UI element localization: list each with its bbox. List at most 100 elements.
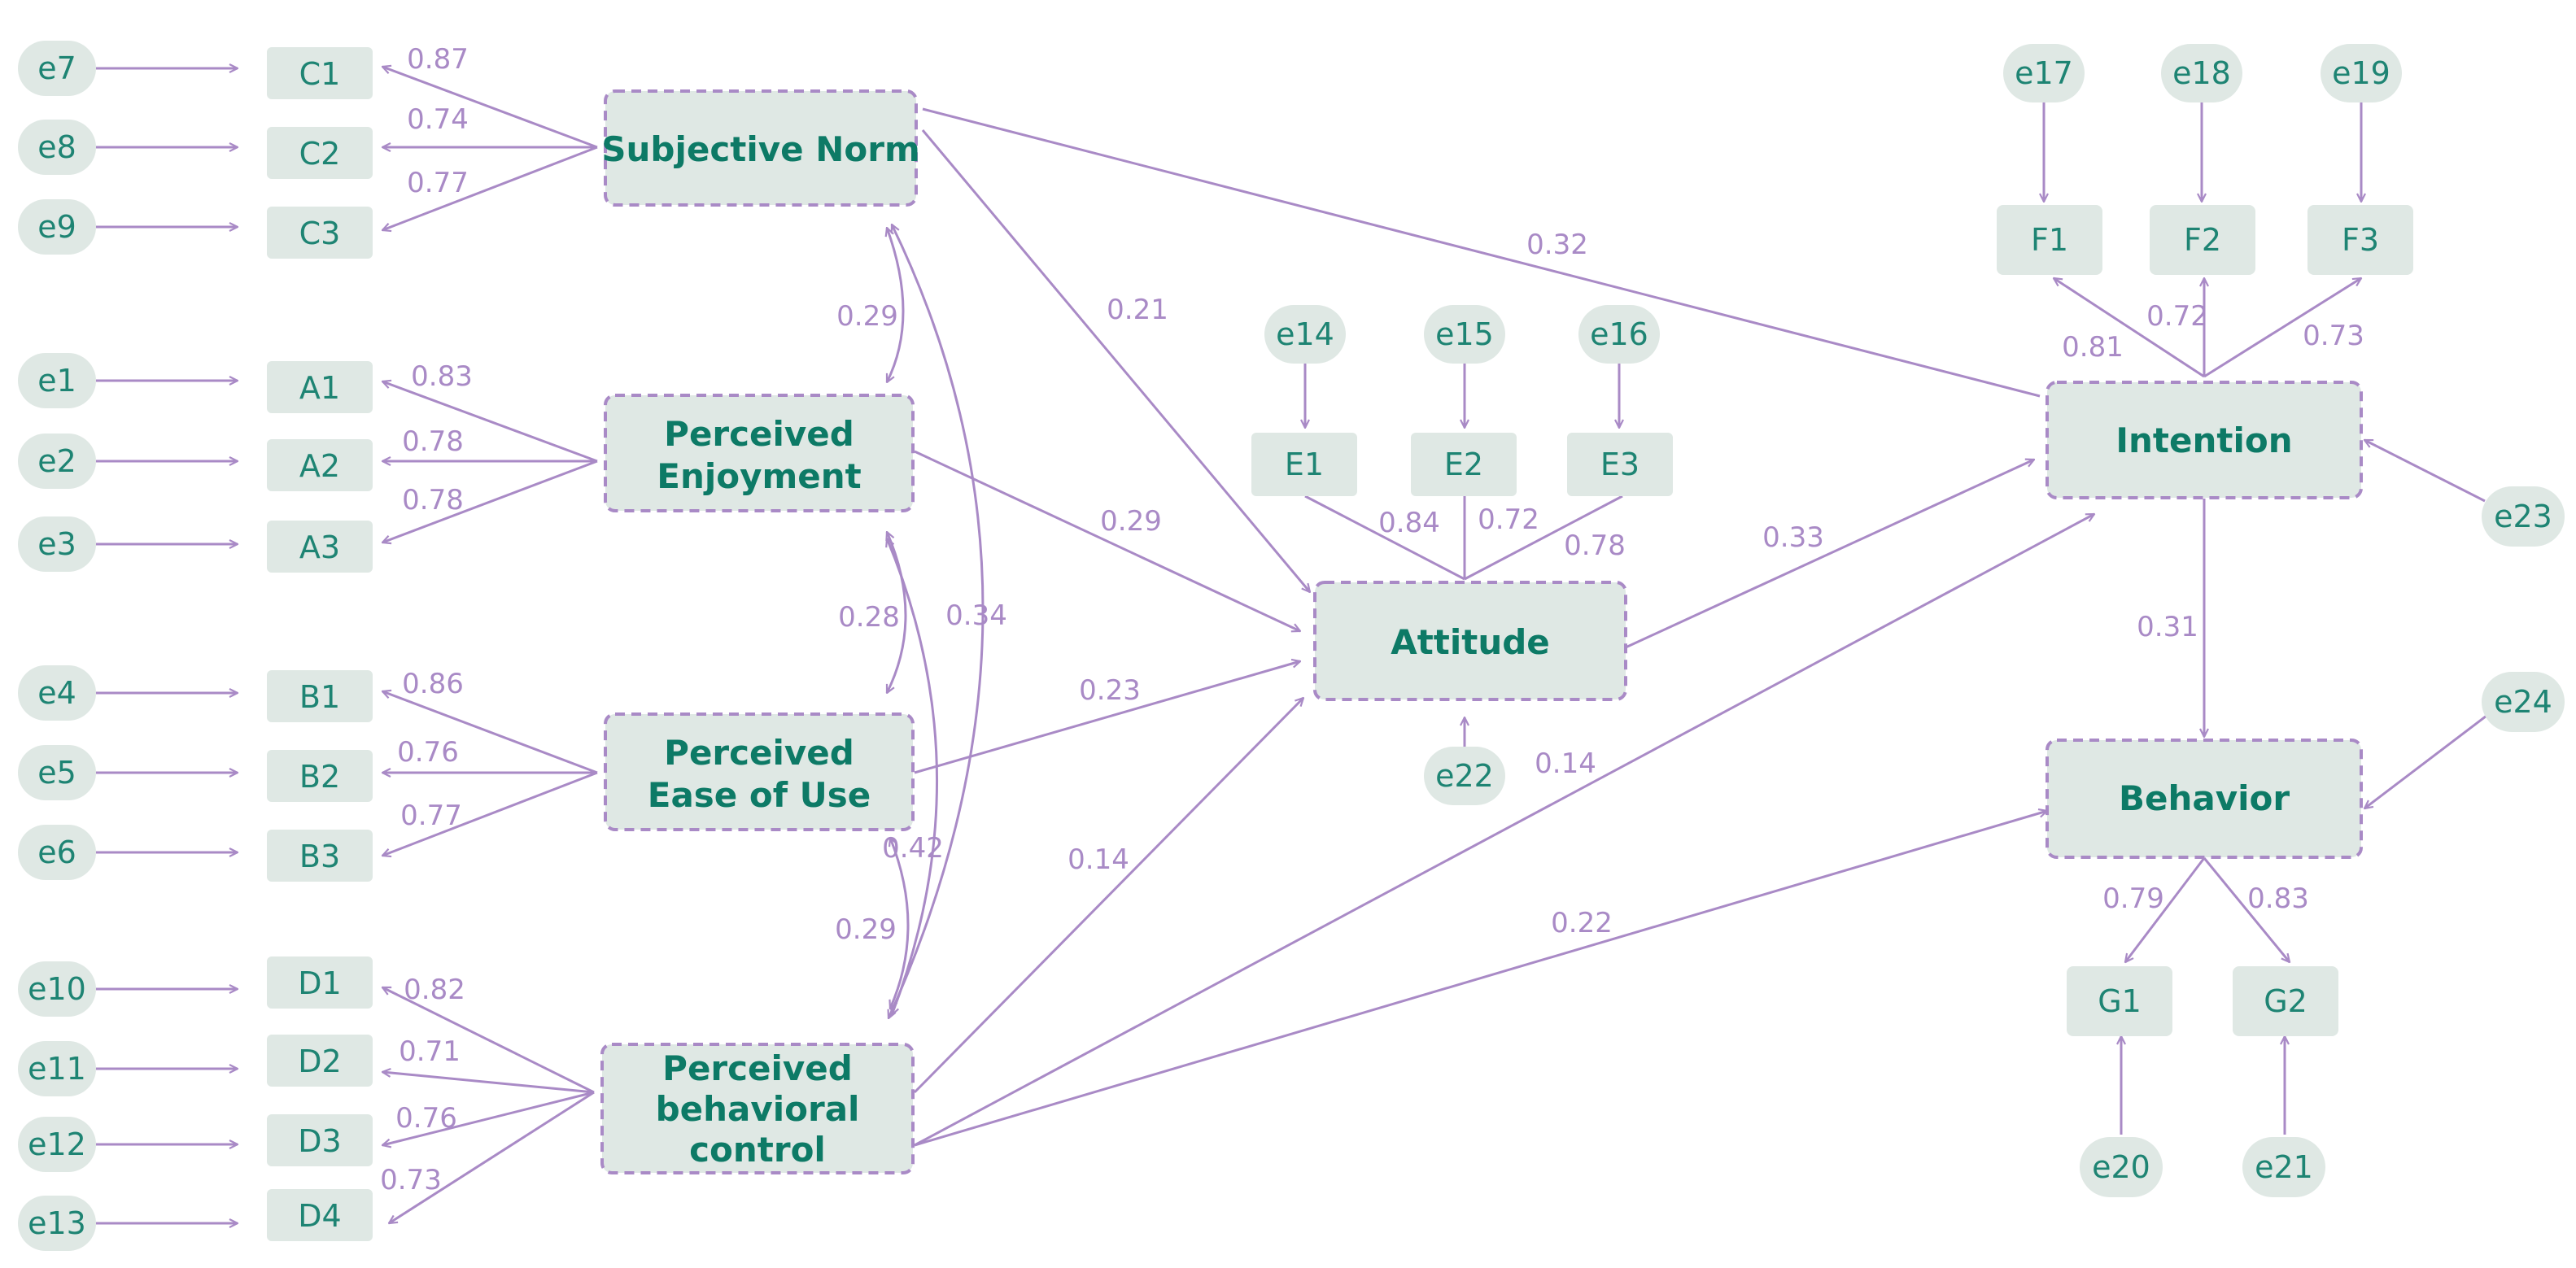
latent-label: Behavior [2119,778,2290,818]
loading-pbc-d3 [382,1091,595,1145]
indicator-box-f1[interactable] [1997,205,2102,275]
error-node-e23[interactable] [2482,486,2565,547]
latent-box [604,394,915,512]
latent-box [604,89,918,207]
indicator-box-g1[interactable] [2067,966,2172,1036]
error-label: e1 [37,363,76,399]
error-node-e8[interactable] [18,120,96,175]
error-node-e17[interactable] [2003,44,2085,102]
indicator-box-c1[interactable] [267,47,373,99]
error-node-e20[interactable] [2080,1137,2163,1197]
error-label: e13 [28,1205,86,1241]
loading-sn-c1 [382,67,598,149]
indicator-label: A1 [299,370,340,406]
indicator-box-d1[interactable] [267,956,373,1009]
loading-att-e1 [1304,495,1465,581]
error-label: e9 [37,209,76,245]
indicator-box-a1[interactable] [267,361,373,413]
error-label: e10 [28,971,86,1007]
error-label: e4 [37,675,76,711]
error-label: e5 [37,755,76,791]
loading-label: 0.73 [2303,320,2364,352]
indicator-box-d3[interactable] [267,1114,373,1166]
indicator-box-a2[interactable] [267,439,373,491]
corr-pe-pbc [887,538,939,1015]
error-node-e18[interactable] [2161,44,2242,102]
loading-label: 0.76 [395,1102,457,1135]
loading-label: 0.78 [402,425,464,458]
indicator-box-e1[interactable] [1251,433,1357,496]
correlation-label: 0.29 [836,300,898,333]
indicator-label: F1 [2031,222,2068,258]
latent-label: Subjective Norm [601,129,919,169]
path-coefficient-label: 0.23 [1079,674,1141,707]
indicator-box-b1[interactable] [267,670,373,722]
error-label: e20 [2092,1149,2150,1185]
loading-peou-b1 [382,691,598,774]
error-node-e13[interactable] [18,1196,96,1251]
indicator-box-g2[interactable] [2233,966,2338,1036]
indicator-box-b2[interactable] [267,750,373,802]
indicator-box-e3[interactable] [1567,433,1673,496]
indicator-box-d4[interactable] [267,1189,373,1241]
loading-label: 0.79 [2102,882,2164,915]
latent-label: Enjoyment [657,456,861,496]
loading-pbc-d2 [382,1072,595,1094]
path-coefficient-label: 0.33 [1762,521,1824,554]
error-terms: e7 e8 e9 e1 e2 e3 e4 e5 e6 e10 e11 e12 e… [18,41,2565,1251]
error-node-e5[interactable] [18,745,96,800]
error-label: e21 [2255,1149,2313,1185]
indicator-box-e2[interactable] [1411,433,1517,496]
loading-pe-a1 [382,381,598,463]
error-node-e15[interactable] [1424,305,1505,364]
loading-pbc-d4 [389,1091,595,1223]
latent-perceived-enjoyment[interactable]: Perceived Enjoyment [604,394,915,512]
indicator-box-d2[interactable] [267,1035,373,1087]
indicator-box-a3[interactable] [267,521,373,573]
indicator-box-c2[interactable] [267,127,373,179]
path-att-int [1625,460,2034,649]
path-sn-int [922,107,2041,398]
error-node-e2[interactable] [18,434,96,489]
loading-label: 0.84 [1378,507,1440,539]
latent-label: Attitude [1391,622,1550,662]
error-node-e21[interactable] [2242,1137,2325,1197]
latent-variables: Subjective Norm Perceived Enjoyment Perc… [600,89,2363,1174]
error-node-e16[interactable] [1578,305,1660,364]
latent-perceived-ease-of-use[interactable]: Perceived Ease of Use [604,712,915,831]
indicator-box-c3[interactable] [267,207,373,259]
indicator-box-f2[interactable] [2150,205,2255,275]
error-node-e9[interactable] [18,199,96,255]
latent-subjective-norm[interactable]: Subjective Norm [601,89,920,207]
loading-label: 0.77 [400,800,462,832]
error-node-e22[interactable] [1424,747,1505,805]
error-label: e12 [28,1126,86,1162]
indicator-label: C2 [299,136,341,172]
error-node-e24[interactable] [2482,672,2565,732]
indicator-label: A3 [299,529,340,565]
error-node-e11[interactable] [18,1041,96,1096]
error-label: e17 [2015,55,2073,91]
error-label: e8 [37,129,76,165]
latent-perceived-behavioral-control[interactable]: Perceived behavioral control [600,1043,915,1174]
latent-attitude[interactable]: Attitude [1313,581,1627,701]
latent-intention[interactable]: Intention [2046,381,2363,499]
error-label: e7 [37,50,76,86]
error-node-e3[interactable] [18,516,96,572]
error-node-e4[interactable] [18,665,96,721]
loading-label: 0.82 [404,974,465,1006]
loading-label: 0.76 [397,736,459,769]
error-node-e6[interactable] [18,825,96,880]
correlation-label: 0.29 [835,913,897,946]
error-node-e14[interactable] [1264,305,1346,364]
error-node-e19[interactable] [2321,44,2402,102]
indicator-box-b3[interactable] [267,830,373,882]
error-node-e12[interactable] [18,1117,96,1172]
path-coefficient-label: 0.31 [2137,611,2198,643]
loading-label: 0.86 [402,668,464,700]
error-node-e10[interactable] [18,961,96,1017]
latent-behavior[interactable]: Behavior [2046,739,2363,859]
indicator-box-f3[interactable] [2307,205,2413,275]
error-node-e7[interactable] [18,41,96,96]
error-node-e1[interactable] [18,353,96,408]
